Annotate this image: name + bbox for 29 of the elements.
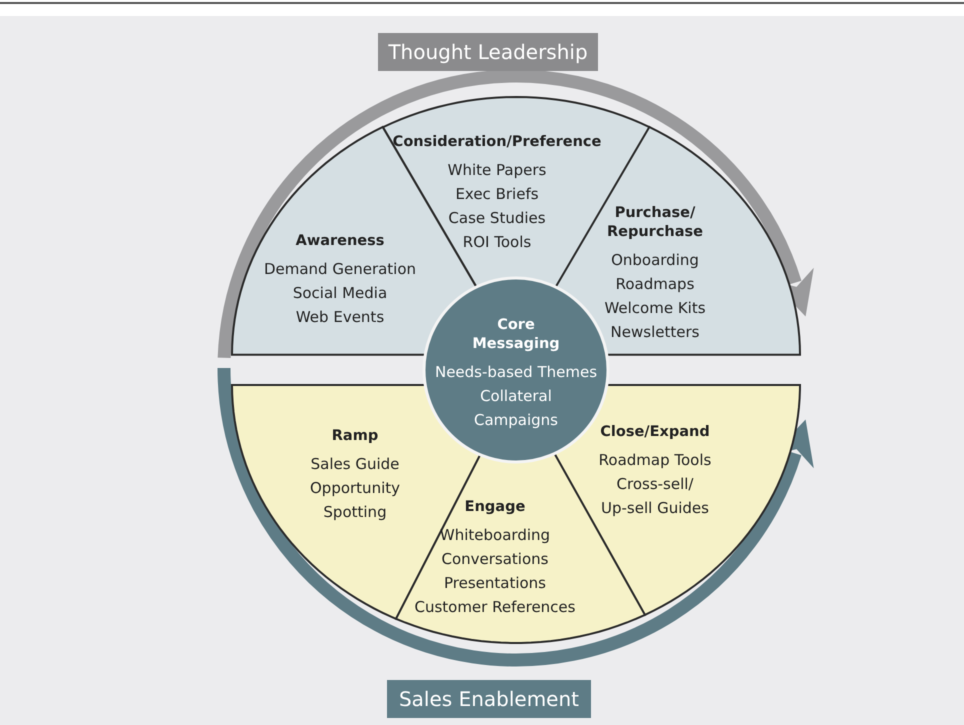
segment-heading: Close/Expand [599, 423, 711, 442]
segment-item: Demand Generation [262, 258, 418, 280]
segment-item: Whiteboarding [438, 525, 552, 546]
segment-item: Onboarding Roadmaps [610, 250, 700, 295]
segment-item: Web Events [294, 306, 386, 328]
segment-heading: Awareness [294, 232, 386, 251]
segment-item: Needs-based Themes [434, 362, 598, 383]
segment-item: Exec Briefs [454, 184, 540, 205]
segment-heading: Consideration/Preference [392, 133, 602, 152]
segment-item: Customer References [413, 597, 576, 618]
segment-item: Roadmap Tools [598, 450, 712, 471]
segment-heading: Purchase/ Repurchase [606, 204, 704, 242]
title-banner: Sales Enablement [387, 680, 591, 718]
segment-item: Newsletters [610, 322, 700, 343]
segment-item: Cross-sell/ Up-sell Guides [600, 474, 710, 519]
segment-heading: Ramp [330, 427, 380, 446]
segment-item: Social Media [292, 282, 388, 304]
segment-item: Presentations [442, 573, 547, 594]
segment-item: White Papers [446, 160, 548, 181]
segment-item: Collateral [479, 386, 553, 407]
title-banner: Thought Leadership [378, 33, 598, 71]
segment-heading: Core Messaging [471, 316, 561, 354]
segment-item: Campaigns [472, 410, 559, 431]
segment-item: Welcome Kits [603, 298, 707, 319]
segment-item: Opportunity Spotting [308, 478, 401, 523]
segment-item: Case Studies [447, 208, 547, 229]
segment-item: Sales Guide [310, 454, 400, 475]
segment-item: Conversations [440, 549, 550, 570]
segment-heading: Engage [464, 498, 526, 517]
